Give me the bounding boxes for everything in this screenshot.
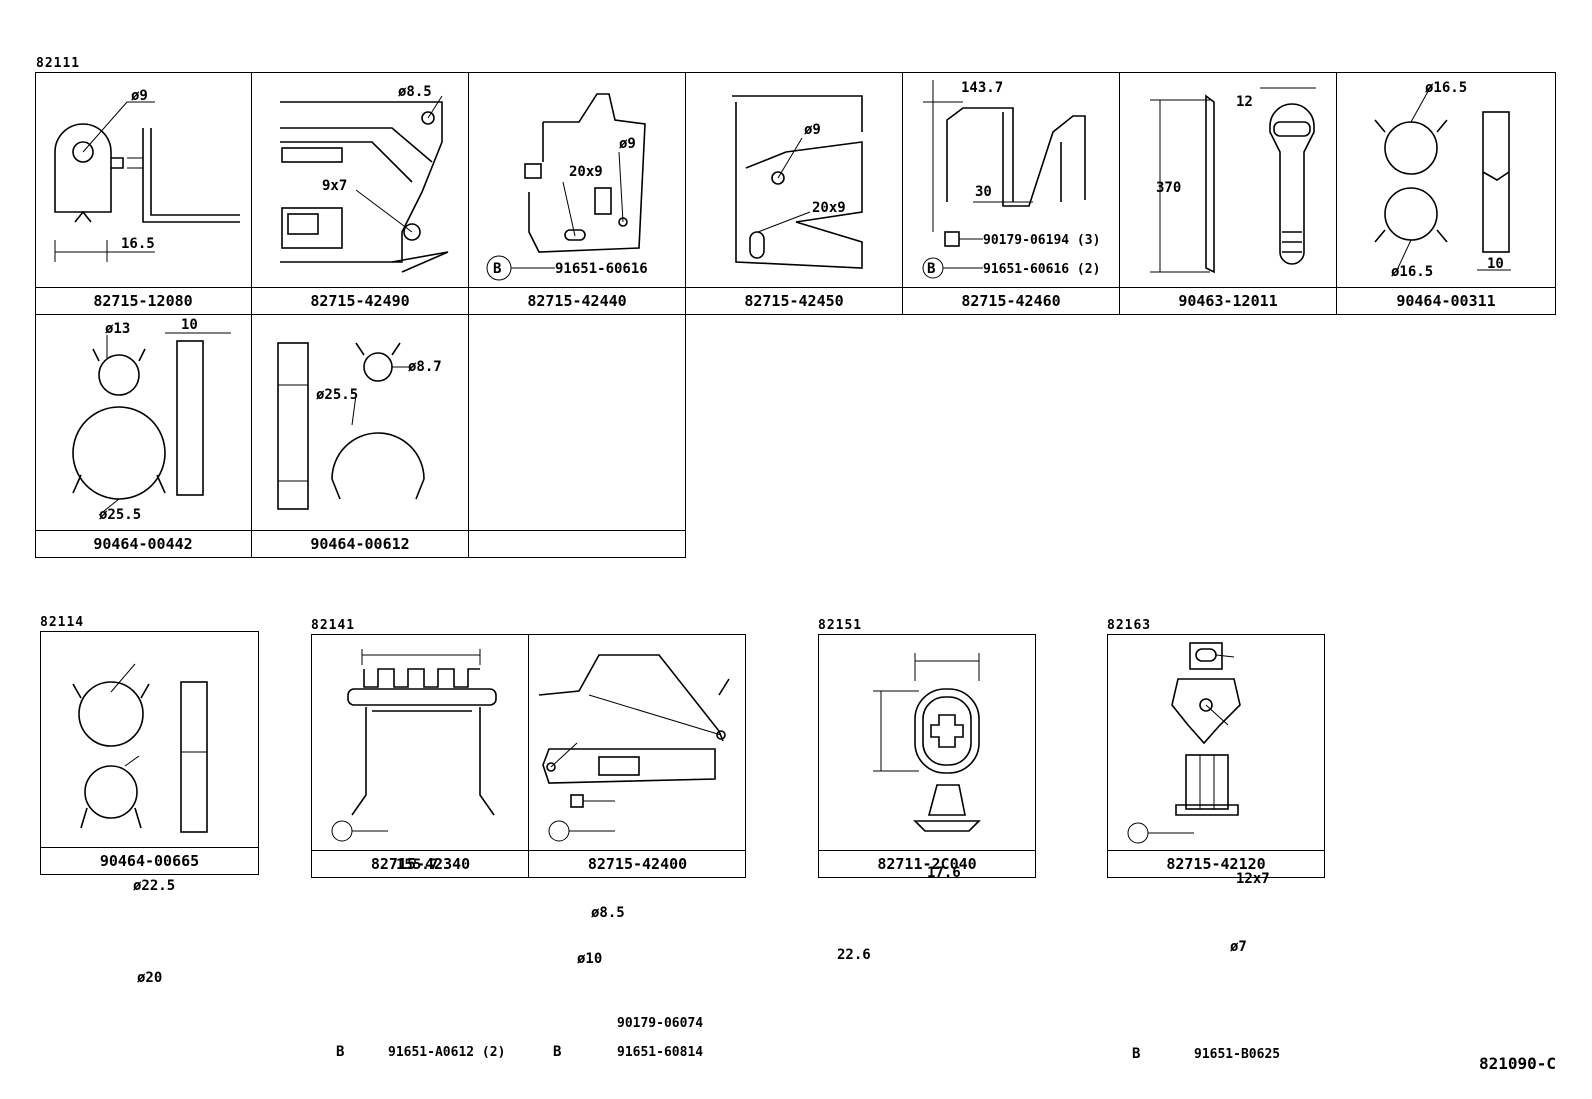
part-cell-82715-12080[interactable]: ø9 16.5 82715-12080 — [35, 72, 252, 315]
part-cell-82711-2C040[interactable]: 17.6 22.6 82711-2C040 — [818, 634, 1036, 963]
part-cell-empty — [469, 315, 686, 558]
part-drawing — [922, 80, 1086, 279]
part-drawing — [873, 653, 981, 832]
dim-label: 22.6 — [837, 947, 871, 963]
part-drawing — [331, 649, 497, 842]
part-number: 90464-00311 — [1337, 287, 1555, 314]
part-drawing — [72, 663, 208, 833]
part-number: 90464-00665 — [41, 847, 258, 874]
part-number-empty — [469, 530, 685, 557]
part-drawing — [277, 342, 425, 510]
group-label-82111: 82111 — [36, 56, 81, 71]
part-drawing — [72, 332, 231, 516]
part-number: 82715-12080 — [35, 287, 251, 314]
part-number: 90464-00442 — [35, 530, 251, 557]
group-82141-table: 155.7 B 91651-A0612 (2) 82715-42340 ø8.5… — [311, 634, 746, 1060]
part-number: 90464-00612 — [252, 530, 468, 557]
part-number: 82715-42460 — [903, 287, 1119, 314]
diagram-reference: 821090-C — [1478, 1054, 1556, 1073]
part-drawing — [486, 93, 646, 281]
part-number: 82715-42490 — [252, 287, 468, 314]
part-drawing — [1374, 85, 1511, 271]
part-cell-82715-42340[interactable]: 155.7 B 91651-A0612 (2) 82715-42340 — [312, 635, 529, 1060]
part-cell-90463-12011[interactable]: 12 370 90463-12011 — [1120, 72, 1337, 315]
part-cell-90464-00665[interactable]: ø22.5 ø20 90464-00665 — [40, 631, 259, 986]
part-drawing — [1150, 87, 1316, 274]
group-82111-table: ø9 16.5 82715-12080 ø8.5 9x7 82715-42490 — [35, 72, 1556, 558]
group-label-82163: 82163 — [1107, 618, 1152, 633]
dim-label: ø8.5 — [591, 905, 625, 921]
part-cell-90464-00311[interactable]: ø16.5 ø16.5 10 90464-00311 — [1337, 72, 1556, 315]
part-cell-90464-00612[interactable]: ø8.7 ø25.5 90464-00612 — [252, 315, 469, 558]
dim-label: ø7 — [1230, 939, 1247, 955]
part-number: 82715-42120 — [1108, 850, 1324, 877]
part-number: 82715-42450 — [686, 287, 902, 314]
part-cell-82715-42120[interactable]: 12x7 ø7 B 91651-B0625 82715-42120 — [1107, 634, 1325, 1062]
group-label-82141: 82141 — [311, 618, 356, 633]
part-drawing — [54, 101, 240, 262]
group-label-82114: 82114 — [40, 615, 85, 630]
part-cell-90464-00442[interactable]: ø13 10 ø25.5 90464-00442 — [35, 315, 252, 558]
part-cell-82715-42440[interactable]: ø9 20x9 B 91651-60616 82715-42440 — [469, 72, 686, 315]
subpart-label: 90179-06074 — [617, 1016, 703, 1031]
group-label-82151: 82151 — [818, 618, 863, 633]
subpart-label: 91651-60814 — [617, 1045, 703, 1060]
part-drawing — [1127, 642, 1241, 844]
part-number: 82715-42340 — [312, 850, 529, 877]
part-cell-82715-42460[interactable]: 143.7 30 90179-06194 (3) B 91651-60616 (… — [903, 72, 1120, 315]
marker-b: B — [336, 1044, 344, 1060]
dim-label: ø10 — [577, 951, 602, 967]
subpart-label: 91651-B0625 — [1194, 1047, 1280, 1062]
dim-label: ø20 — [137, 970, 162, 986]
part-number: 82715-42400 — [529, 850, 746, 877]
part-number: 82715-42440 — [469, 287, 685, 314]
marker-b: B — [553, 1044, 561, 1060]
part-drawing — [280, 95, 449, 273]
part-cell-82715-42490[interactable]: ø8.5 9x7 82715-42490 — [252, 72, 469, 315]
part-number: 82711-2C040 — [819, 850, 1035, 877]
marker-b: B — [1132, 1046, 1140, 1062]
dim-label: ø22.5 — [133, 878, 175, 894]
part-cell-82715-42450[interactable]: ø9 20x9 82715-42450 — [686, 72, 903, 315]
part-cell-82715-42400[interactable]: ø8.5 ø10 90179-06074 B 91651-60814 82715… — [529, 635, 746, 1060]
part-number: 90463-12011 — [1120, 287, 1336, 314]
part-drawing — [732, 95, 863, 269]
part-drawing — [538, 654, 730, 842]
subpart-label: 91651-A0612 (2) — [388, 1045, 505, 1060]
